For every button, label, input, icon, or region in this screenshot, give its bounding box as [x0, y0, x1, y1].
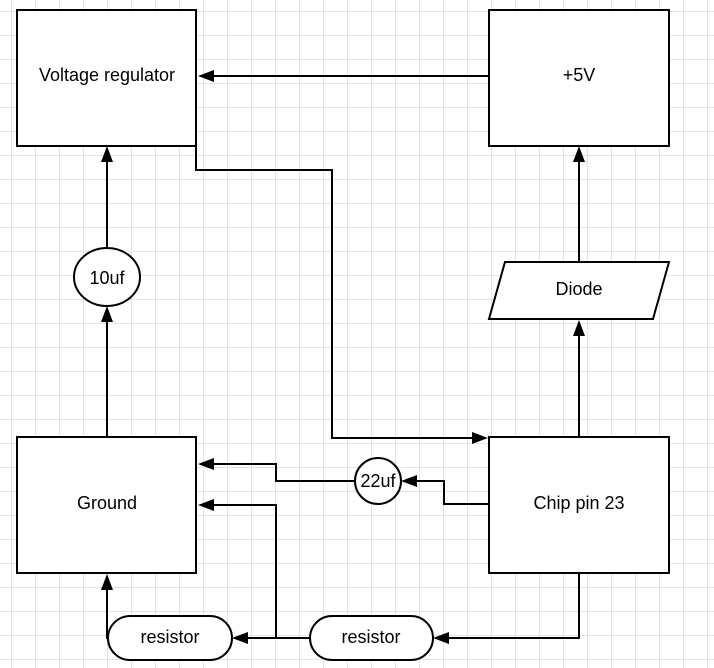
node-ground[interactable]: Ground — [16, 436, 197, 574]
edge-22uf-to-ground — [214, 463, 355, 482]
node-capacitor-22uf[interactable]: 22uf — [354, 457, 402, 505]
arrowhead-ground-in-lower — [198, 499, 214, 511]
edge-chip-to-22uf — [417, 480, 489, 505]
node-plus-5v[interactable]: +5V — [488, 9, 670, 147]
plus-5v-label: +5V — [563, 65, 596, 85]
node-diode[interactable]: Diode — [487, 261, 671, 320]
arrowhead-chip-in — [472, 432, 488, 444]
connectors — [101, 70, 585, 644]
node-resistor-left[interactable]: resistor — [107, 615, 233, 661]
node-capacitor-10uf[interactable]: 10uf — [73, 247, 141, 307]
resistor-left-label: resistor — [140, 627, 199, 647]
arrowhead-ground-in-bottom — [101, 574, 113, 590]
arrowhead-22uf-in — [401, 475, 417, 487]
capacitor-22uf-label: 22uf — [360, 471, 396, 491]
edge-regulator-to-chip — [195, 146, 472, 439]
capacitor-10uf-label: 10uf — [89, 268, 125, 288]
arrowhead-resistor-right-in — [433, 632, 449, 644]
diode-label: Diode — [555, 279, 602, 299]
chip-pin-23-label: Chip pin 23 — [533, 493, 624, 513]
edge-resistor-left-to-ground — [106, 590, 108, 639]
arrowhead-5v-in — [573, 146, 585, 162]
arrowhead-ground-in-upper — [198, 458, 214, 470]
node-chip-pin-23[interactable]: Chip pin 23 — [488, 436, 670, 574]
arrowhead-diode-in — [573, 320, 585, 336]
resistor-right-label: resistor — [341, 627, 400, 647]
arrowhead-10uf-in — [101, 306, 113, 322]
arrowhead-regulator-in — [198, 70, 214, 82]
edge-chip-to-resistor — [449, 572, 580, 639]
edge-resistor-to-ground — [214, 504, 310, 639]
arrowhead-resistor-left-in — [232, 632, 248, 644]
ground-label: Ground — [77, 493, 137, 513]
node-voltage-regulator[interactable]: Voltage regulator — [16, 9, 197, 147]
voltage-regulator-label: Voltage regulator — [39, 65, 175, 85]
arrowhead-regulator-bottom — [101, 146, 113, 162]
node-resistor-right[interactable]: resistor — [309, 615, 434, 661]
